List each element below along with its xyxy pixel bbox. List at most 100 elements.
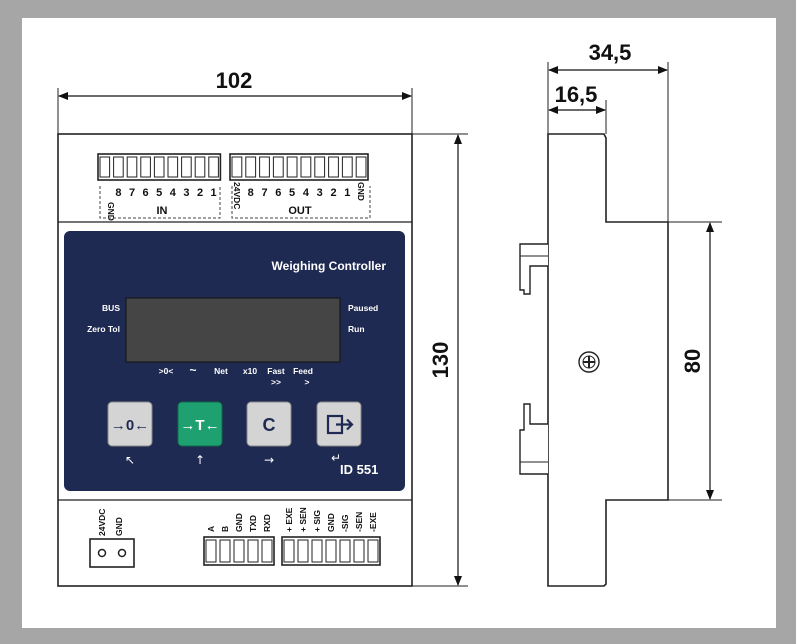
status-fast-symbol: >> bbox=[271, 377, 281, 387]
comm-terminal-slot bbox=[247, 539, 259, 563]
indicator-run: Run bbox=[348, 324, 365, 334]
power-pin-24vdc: 24VDC bbox=[97, 509, 107, 536]
side-body-outline bbox=[547, 133, 669, 587]
comm-pin-label: RXD bbox=[262, 514, 272, 532]
sensor-terminal-slot bbox=[325, 539, 337, 563]
status-motion: ~ bbox=[189, 363, 196, 377]
sensor-terminal-slot bbox=[339, 539, 351, 563]
height-value: 130 bbox=[428, 342, 453, 379]
status-x10: x10 bbox=[243, 366, 257, 376]
rail-clip-upper bbox=[519, 243, 548, 295]
out-terminal-slot bbox=[328, 156, 339, 178]
comm-pin-label: B bbox=[220, 526, 230, 532]
sensor-pin-label: -SIG bbox=[340, 514, 350, 532]
in-terminal-slot bbox=[113, 156, 124, 178]
power-pin-gnd: GND bbox=[114, 517, 124, 536]
in-terminal-slot bbox=[194, 156, 206, 178]
sensor-terminal-slot bbox=[297, 539, 309, 563]
out-label: OUT bbox=[288, 205, 312, 217]
comm-terminal-frame bbox=[203, 536, 275, 566]
rail-height-value: 80 bbox=[680, 349, 705, 373]
in-terminal-slot bbox=[140, 156, 151, 178]
out-pin-label: 4 bbox=[303, 187, 310, 199]
in-terminal-slot bbox=[153, 156, 165, 178]
rail-offset-value: 16,5 bbox=[555, 82, 598, 107]
out-pin-label: 2 bbox=[330, 187, 336, 199]
in-terminal-slot bbox=[99, 156, 111, 178]
out-terminal-slot bbox=[314, 156, 326, 178]
status-center-zero: >0< bbox=[159, 366, 174, 376]
in-terminal-slot bbox=[167, 156, 179, 178]
in-pin-label: 2 bbox=[197, 187, 203, 199]
in-terminal-slot bbox=[181, 156, 192, 178]
width-dimension: 102 bbox=[57, 68, 413, 134]
out-terminal-slot bbox=[355, 156, 367, 178]
in-pin-label: 5 bbox=[156, 187, 162, 199]
in-pin-label: 7 bbox=[129, 187, 135, 199]
comm-pin-label: TXD bbox=[248, 515, 258, 532]
sensor-pin-label: + SIG bbox=[312, 510, 322, 532]
in-pin-label: 4 bbox=[170, 187, 177, 199]
out-pin-label: GND bbox=[356, 182, 366, 201]
lcd-display bbox=[125, 297, 341, 363]
sensor-terminal-block bbox=[281, 536, 381, 566]
zero-button-arrow: ↖ bbox=[125, 453, 135, 467]
rail-offset-dimension: 16,5 bbox=[548, 82, 607, 134]
depth-value: 34,5 bbox=[589, 40, 632, 65]
sensor-terminal-slot bbox=[283, 539, 295, 563]
depth-dimension: 34,5 bbox=[547, 40, 669, 222]
comm-terminal-slot bbox=[205, 539, 217, 563]
out-pin-label: 8 bbox=[248, 187, 254, 199]
rail-clip-lower bbox=[519, 403, 548, 475]
clear-button[interactable]: C bbox=[246, 401, 292, 447]
panel-title: Weighing Controller bbox=[272, 259, 387, 273]
enter-icon bbox=[326, 414, 354, 435]
model-label: ID 551 bbox=[340, 462, 378, 477]
comm-terminal-slot bbox=[219, 539, 231, 563]
out-terminal-slot bbox=[341, 156, 353, 178]
out-terminal-slot bbox=[286, 156, 298, 178]
status-feed: Feed bbox=[293, 366, 313, 376]
width-value: 102 bbox=[216, 68, 253, 93]
tare-button-arrow: ↑ bbox=[195, 453, 205, 467]
zero-button[interactable]: →0← bbox=[107, 401, 153, 447]
in-pin-label: 6 bbox=[143, 187, 149, 199]
status-net: Net bbox=[214, 366, 228, 376]
out-pin-label: 24VDC bbox=[232, 182, 242, 209]
sensor-pin-label: -SEN bbox=[354, 512, 364, 532]
out-pin-label: 7 bbox=[261, 187, 267, 199]
out-terminal-slot bbox=[231, 156, 243, 178]
sensor-terminal-slot bbox=[353, 539, 365, 563]
out-terminal-frame bbox=[229, 153, 369, 181]
out-terminal-slot bbox=[300, 156, 312, 178]
out-pin-label: 5 bbox=[289, 187, 295, 199]
in-pin-label: 3 bbox=[183, 187, 189, 199]
comm-terminal-slot bbox=[233, 539, 245, 563]
status-fast: Fast bbox=[267, 366, 285, 376]
enter-button[interactable] bbox=[316, 401, 362, 447]
in-pin-label: 8 bbox=[115, 187, 121, 199]
sensor-pin-label: GND bbox=[326, 513, 336, 532]
out-terminal-slot bbox=[272, 156, 284, 178]
sensor-pin-label: + SEN bbox=[298, 507, 308, 532]
rail-height-dimension: 80 bbox=[668, 221, 722, 501]
out-terminal-slot bbox=[259, 156, 270, 178]
power-terminal bbox=[89, 538, 135, 568]
in-terminal-slot bbox=[126, 156, 138, 178]
out-terminal-slot bbox=[245, 156, 257, 178]
enter-button-arrow: ↵ bbox=[331, 451, 341, 465]
out-pin-label: 3 bbox=[317, 187, 323, 199]
tare-button[interactable]: →T← bbox=[177, 401, 223, 447]
in-terminal-frame bbox=[97, 153, 222, 181]
indicator-bus: BUS bbox=[102, 303, 120, 313]
sensor-terminal-frame bbox=[281, 536, 381, 566]
out-bracket bbox=[231, 186, 371, 219]
clear-button-arrow: → bbox=[264, 453, 274, 467]
out-pin-label: 1 bbox=[344, 187, 350, 199]
screw-icon bbox=[578, 351, 600, 373]
